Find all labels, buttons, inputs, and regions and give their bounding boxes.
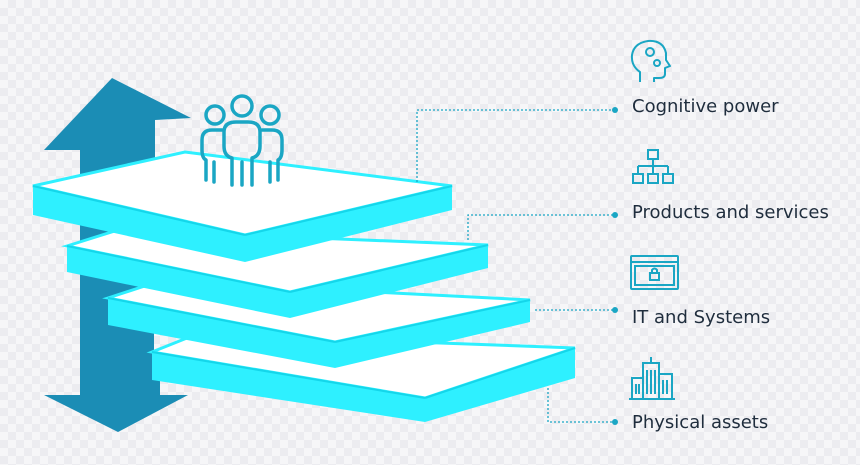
label-products-services: Products and services: [632, 202, 829, 223]
people-group-icon: [200, 94, 284, 187]
buildings-icon: [629, 357, 675, 400]
connector-products: [467, 214, 614, 240]
label-physical-assets: Physical assets: [632, 412, 769, 433]
secure-browser-icon: [630, 255, 679, 290]
connector-dots: [612, 107, 618, 425]
layer-cognitive-power: [32, 150, 453, 262]
org-chart-icon: [632, 149, 674, 184]
label-cognitive-power: Cognitive power: [632, 96, 779, 117]
label-it-systems: IT and Systems: [632, 307, 771, 328]
brain-gear-icon: [630, 39, 671, 82]
connector-cognitive: [416, 109, 614, 182]
connectors: [416, 109, 614, 423]
connector-physical: [547, 388, 614, 423]
